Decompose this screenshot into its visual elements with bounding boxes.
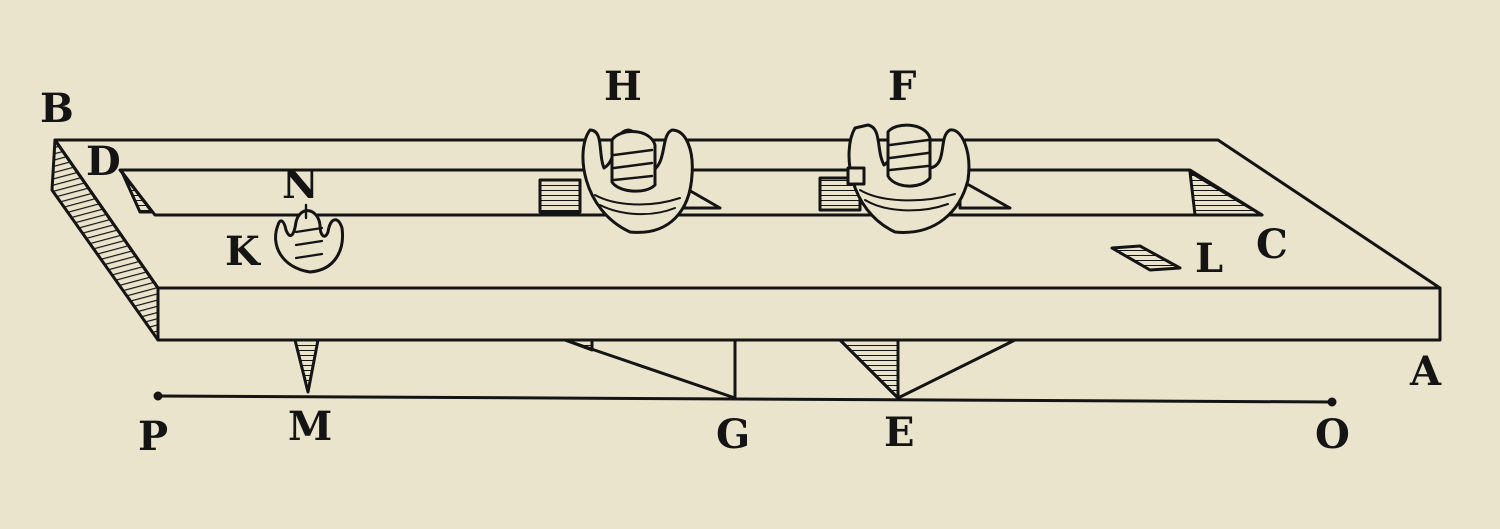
knot-k	[274, 203, 345, 274]
baseline-end-p	[153, 391, 163, 401]
recess-shade-right	[1188, 170, 1264, 217]
clamp-h-strand-lower	[594, 194, 681, 216]
baseline-end-o	[1327, 397, 1337, 407]
label-g: G	[716, 411, 750, 458]
knot-k-body	[274, 209, 345, 274]
label-c: C	[1256, 221, 1288, 268]
label-a: A	[1409, 348, 1442, 395]
clamp-h-strand	[612, 148, 654, 182]
support-e	[838, 338, 1017, 400]
support-g-shade	[563, 338, 594, 352]
knife-edge-h	[538, 178, 722, 214]
label-k: K	[225, 228, 261, 275]
clamp-f-strand-lower	[859, 189, 956, 212]
support-g	[563, 338, 737, 400]
knot-k-strand	[294, 226, 324, 260]
tray-left-face	[50, 138, 160, 342]
label-p: P	[138, 413, 168, 460]
clamp-f-tab	[846, 166, 866, 186]
clamp-f-strand	[888, 138, 930, 172]
clamp-h	[581, 128, 694, 234]
label-n: N	[282, 161, 319, 208]
label-e: E	[884, 409, 915, 456]
support-e-shade	[838, 338, 900, 400]
label-m: M	[288, 403, 332, 450]
clamp-f	[846, 123, 971, 234]
label-o: O	[1315, 411, 1350, 458]
clamp-h-core	[610, 130, 657, 193]
tray-front-face	[156, 286, 1442, 342]
marker-l	[1110, 244, 1182, 272]
wedge-h-shade	[538, 178, 582, 214]
label-f: F	[888, 63, 916, 110]
baseline-po	[156, 394, 1334, 404]
label-d: D	[86, 138, 121, 185]
point-labels: B D N K H F C L A P M G E O	[40, 63, 1442, 460]
label-l: L	[1195, 235, 1223, 282]
pointer-m	[293, 338, 320, 394]
recess-shade-left	[120, 170, 154, 214]
label-h: H	[604, 63, 642, 110]
label-b: B	[40, 85, 74, 132]
tray-frame	[50, 138, 1442, 342]
